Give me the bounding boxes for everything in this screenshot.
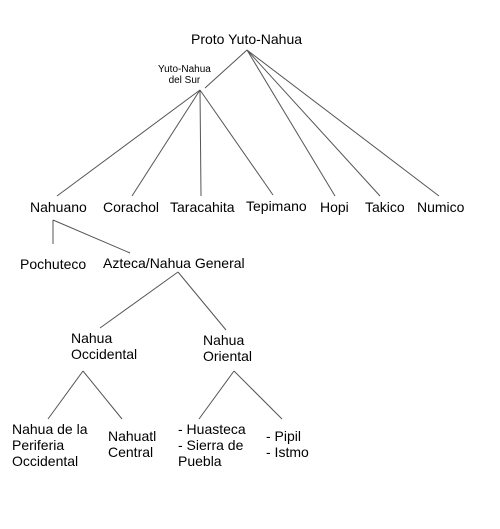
node-corachol: Corachol — [103, 199, 160, 215]
node-hopi: Hopi — [320, 199, 349, 215]
node-proto-yuto-nahua: Proto Yuto-Nahua — [191, 31, 303, 47]
edge-nahuano-azteca — [52, 219, 131, 254]
edge-occidental-periferia — [47, 370, 84, 420]
node-takico: Takico — [365, 199, 405, 215]
edge-occidental-central — [82, 370, 123, 420]
edge-azteca-oriental — [177, 271, 227, 331]
node-tepimano: Tepimano — [246, 198, 307, 214]
node-huasteca-sierra-puebla: - Huasteca - Sierra de Puebla — [178, 421, 246, 469]
node-azteca-nahua-general: Azteca/Nahua General — [103, 255, 245, 271]
edge-sur-corachol — [131, 89, 201, 197]
edge-sur-nahuano — [56, 89, 201, 197]
node-nahuano: Nahuano — [30, 199, 87, 215]
edge-sur-tepimano — [199, 89, 274, 196]
edge-oriental-huasteca — [198, 370, 235, 420]
edge-root-sur — [204, 49, 248, 89]
edge-azteca-occidental — [99, 271, 179, 329]
edge-oriental-pipil — [233, 370, 283, 420]
node-nahua-periferia-occidental: Nahua de la Periferia Occidental — [12, 421, 88, 469]
node-nahuatl-central: Nahuatl Central — [108, 428, 157, 460]
node-pipil-istmo: - Pipil - Istmo — [266, 428, 309, 460]
edge-sur-taracahita — [199, 89, 202, 197]
node-nahua-oriental: Nahua Oriental — [203, 332, 253, 364]
edge-root-takico — [246, 49, 381, 197]
node-yuto-nahua-del-sur: Yuto-Nahua del Sur — [158, 64, 211, 86]
node-pochuteco: Pochuteco — [20, 256, 87, 272]
node-nahua-occidental: Nahua Occidental — [71, 330, 138, 362]
edge-root-hopi — [246, 49, 336, 197]
edge-root-numico — [246, 49, 440, 197]
node-taracahita: Taracahita — [170, 199, 235, 215]
node-numico: Numico — [417, 199, 465, 215]
